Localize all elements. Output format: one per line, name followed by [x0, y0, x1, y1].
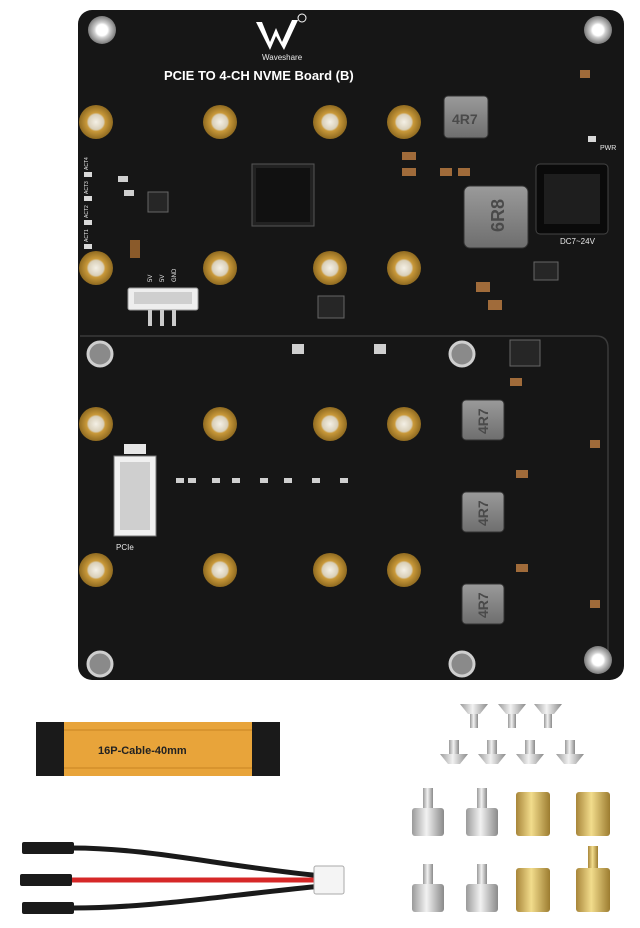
act3-label: ACT3	[84, 181, 90, 194]
pcb-board: Waveshare PCIE TO 4-CH NVME Board (B)	[78, 10, 624, 680]
svg-text:4R7: 4R7	[475, 592, 491, 618]
inductor: 4R7	[443, 95, 489, 139]
inductor: 4R7	[461, 399, 505, 441]
smd-components	[118, 70, 600, 608]
mounting-hole	[86, 650, 114, 678]
board-title: PCIE TO 4-CH NVME Board (B)	[164, 68, 354, 83]
act1-label: ACT1	[84, 229, 90, 242]
small-chip	[509, 339, 541, 367]
mounting-hole	[584, 646, 612, 674]
svg-text:4R7: 4R7	[475, 408, 491, 434]
screws	[440, 704, 584, 764]
mounting-hole	[584, 16, 612, 44]
svg-text:6R8: 6R8	[488, 199, 508, 232]
fan-gnd-label: GND	[172, 268, 178, 282]
svg-text:4R7: 4R7	[475, 500, 491, 526]
pcie-label: PCIe	[116, 543, 134, 552]
brand-text: Waveshare	[262, 53, 303, 62]
ffc-cable: 16P-Cable-40mm	[36, 722, 280, 776]
pcie-ffc-connector: PCIe	[113, 444, 157, 552]
fan-5v-label-1: 5V	[148, 275, 154, 282]
brass-standoffs	[516, 792, 610, 912]
aluminum-standoffs	[412, 788, 498, 912]
inductor: 4R7	[461, 583, 505, 625]
waveshare-logo: Waveshare	[256, 13, 307, 62]
inductor: 4R7	[461, 491, 505, 533]
mounting-hole	[86, 340, 114, 368]
power-cable	[20, 842, 345, 914]
small-chip	[147, 191, 169, 213]
fan-header: 5V 5V GND	[127, 268, 199, 326]
activity-leds: ACT4 ACT3 ACT2 ACT1	[84, 157, 92, 249]
mounting-hole	[88, 16, 116, 44]
pwr-label: PWR	[600, 145, 616, 152]
small-chip	[317, 295, 345, 319]
inductor: 6R8	[463, 185, 529, 249]
small-chip	[533, 261, 559, 281]
dc-input-label: DC7~24V	[560, 237, 596, 246]
act4-label: ACT4	[84, 157, 90, 170]
fan-5v-label-2: 5V	[160, 275, 166, 282]
dc-power-jack: DC7~24V PWR	[535, 136, 616, 246]
cable-label: 16P-Cable-40mm	[98, 745, 187, 757]
mounting-hole	[448, 340, 476, 368]
m2-standoff-pads	[79, 105, 421, 587]
act2-label: ACT2	[84, 205, 90, 218]
mounting-hole	[448, 650, 476, 678]
pcie-switch-chip	[251, 163, 315, 227]
svg-text:4R7: 4R7	[452, 111, 478, 127]
